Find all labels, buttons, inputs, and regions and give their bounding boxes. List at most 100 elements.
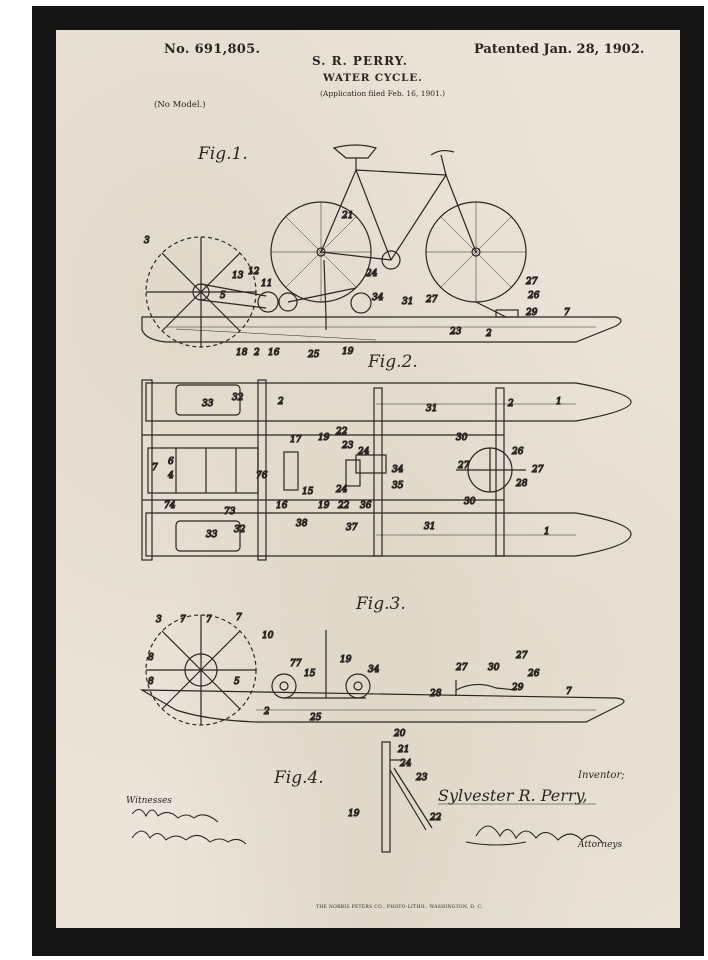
svg-text:19: 19 (318, 433, 330, 443)
inventor-label: Inventor; (578, 770, 625, 781)
svg-text:38: 38 (296, 519, 308, 529)
svg-text:24: 24 (365, 269, 378, 279)
fig-3-reference-numerals: 3 7 7 7 10 8 8 5 77 19 34 15 2 25 27 30 … (147, 612, 572, 723)
svg-text:3: 3 (156, 615, 162, 625)
svg-text:33: 33 (202, 399, 214, 409)
svg-text:7: 7 (566, 687, 572, 697)
svg-text:23: 23 (415, 773, 428, 783)
svg-text:21: 21 (397, 745, 409, 755)
patent-sheet: No. 691,805. S. R. PERRY. WATER CYCLE. (… (56, 30, 680, 928)
svg-text:27: 27 (425, 295, 438, 305)
svg-text:26: 26 (527, 291, 540, 301)
svg-text:31: 31 (424, 522, 435, 532)
svg-text:7: 7 (564, 308, 570, 318)
fig-2-reference-numerals: 33 32 2 31 2 1 17 19 22 23 24 34 35 26 2… (151, 392, 562, 540)
svg-text:76: 76 (256, 471, 268, 481)
svg-text:29: 29 (511, 683, 524, 693)
svg-text:1: 1 (556, 397, 562, 407)
svg-text:2: 2 (507, 399, 514, 409)
svg-text:21: 21 (341, 211, 353, 221)
svg-text:22: 22 (335, 427, 348, 437)
svg-text:27: 27 (515, 651, 528, 661)
svg-text:24: 24 (357, 447, 370, 457)
svg-text:32: 32 (232, 393, 244, 403)
svg-text:12: 12 (248, 267, 260, 277)
svg-text:27: 27 (531, 465, 544, 475)
svg-text:23: 23 (449, 327, 462, 337)
svg-text:15: 15 (304, 669, 316, 679)
attorneys-label: Attorneys (578, 840, 623, 850)
svg-text:74: 74 (164, 501, 176, 511)
svg-text:2: 2 (263, 707, 270, 717)
svg-text:37: 37 (346, 523, 358, 533)
svg-text:24: 24 (399, 759, 412, 769)
patent-drawings: 21 24 13 12 11 5 34 31 27 27 26 29 7 23 … (131, 144, 632, 853)
svg-text:2: 2 (253, 348, 260, 358)
svg-text:7: 7 (236, 613, 242, 623)
svg-text:23: 23 (341, 441, 354, 451)
svg-text:19: 19 (342, 347, 354, 357)
svg-text:26: 26 (511, 447, 524, 457)
svg-text:34: 34 (392, 465, 404, 475)
svg-text:16: 16 (268, 348, 280, 358)
witnesses-label: Witnesses (126, 796, 172, 806)
svg-text:27: 27 (457, 461, 470, 471)
svg-text:36: 36 (360, 501, 372, 511)
svg-text:27: 27 (455, 663, 468, 673)
fig-2-drawing (141, 379, 632, 561)
svg-text:18: 18 (236, 348, 248, 358)
svg-text:32: 32 (234, 525, 246, 535)
svg-text:22: 22 (337, 501, 350, 511)
svg-text:77: 77 (290, 659, 302, 669)
svg-text:29: 29 (525, 308, 538, 318)
svg-text:19: 19 (318, 501, 330, 511)
fig-1-drawing (141, 144, 622, 348)
svg-text:4: 4 (167, 471, 174, 481)
svg-text:34: 34 (368, 665, 380, 675)
svg-text:8: 8 (148, 677, 154, 687)
svg-text:25: 25 (309, 713, 322, 723)
svg-text:2: 2 (277, 397, 284, 407)
svg-text:8: 8 (148, 653, 154, 663)
svg-text:27: 27 (525, 277, 538, 287)
fig-1-label: Fig.1. (198, 144, 248, 164)
svg-text:30: 30 (488, 663, 500, 673)
fig-3-drawing (139, 614, 625, 726)
svg-text:5: 5 (220, 291, 226, 301)
svg-text:31: 31 (402, 297, 413, 307)
application-date: (Application filed Feb. 16, 1901.) (320, 89, 446, 98)
svg-text:1: 1 (544, 527, 550, 537)
svg-text:34: 34 (372, 293, 384, 303)
svg-text:16: 16 (276, 501, 288, 511)
model-note: (No Model.) (154, 100, 206, 110)
svg-text:33: 33 (206, 530, 218, 540)
svg-text:31: 31 (426, 404, 437, 414)
witness-signatures (131, 809, 247, 845)
patent-number: No. 691,805. (164, 42, 261, 57)
svg-text:7: 7 (180, 615, 186, 625)
fig-4-drawing (381, 741, 433, 853)
svg-text:7: 7 (152, 463, 158, 473)
fig-4-reference-numerals: 20 21 24 23 22 19 (347, 728, 442, 823)
svg-text:11: 11 (261, 279, 272, 289)
svg-text:73: 73 (224, 507, 236, 517)
svg-text:10: 10 (262, 631, 274, 641)
inventor-header: S. R. PERRY. (312, 54, 408, 68)
fig-4-label: Fig.4. (274, 768, 324, 788)
svg-text:30: 30 (456, 433, 468, 443)
svg-text:17: 17 (290, 435, 302, 445)
fig-1-reference-numerals: 21 24 13 12 11 5 34 31 27 27 26 29 7 23 … (143, 210, 570, 360)
fig-3-label: Fig.3. (356, 594, 406, 614)
svg-text:26: 26 (527, 669, 540, 679)
svg-text:35: 35 (392, 481, 404, 491)
svg-text:6: 6 (168, 457, 174, 467)
patent-date: Patented Jan. 28, 1902. (474, 42, 645, 57)
attorney-signature (465, 825, 603, 846)
svg-text:20: 20 (393, 729, 406, 739)
printer-credit: THE NORRIS PETERS CO., PHOTO-LITHO., WAS… (316, 905, 483, 910)
svg-text:15: 15 (302, 487, 314, 497)
svg-text:5: 5 (234, 677, 240, 687)
fig-2-label: Fig.2. (368, 352, 418, 372)
svg-text:13: 13 (232, 271, 244, 281)
svg-text:2: 2 (485, 329, 492, 339)
